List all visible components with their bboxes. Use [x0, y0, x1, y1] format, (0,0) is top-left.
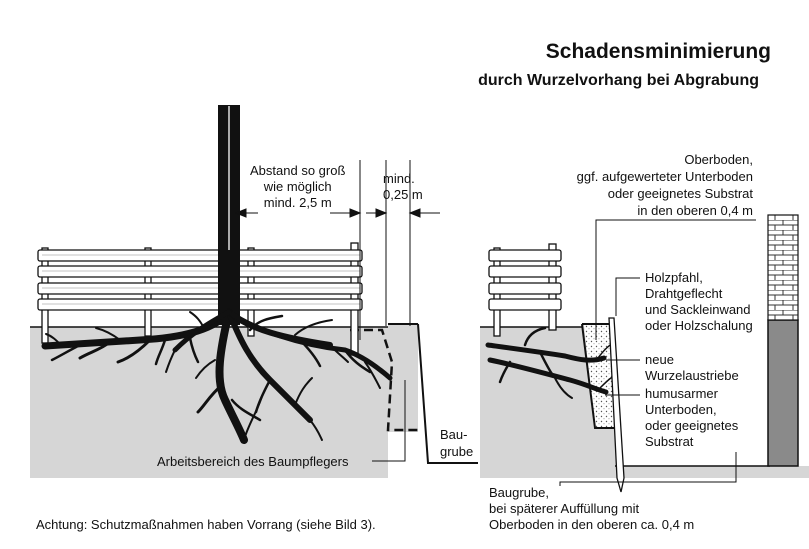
- diagram-title: Schadensminimierung: [545, 40, 771, 63]
- diagram-subtitle: durch Wurzelvorhang bei Abgrabung: [478, 72, 759, 89]
- subsoil-label: humusarmer Unterboden, oder geeignetes S…: [645, 386, 739, 449]
- left-pit-label: Bau- grube: [440, 427, 474, 459]
- distance-label: Abstand so groß wie möglich mind. 2,5 m: [250, 163, 346, 210]
- left-fence: [37, 242, 363, 356]
- right-fence: [488, 243, 562, 337]
- new-roots-label: neue Wurzelaustriebe: [645, 352, 739, 383]
- footnote: Achtung: Schutzmaßnahmen haben Vorrang (…: [36, 517, 376, 532]
- tree-trunk: [218, 105, 240, 325]
- right-roots: [485, 326, 615, 399]
- right-pit-label: Baugrube, bei späterer Auffüllung mit Ob…: [489, 485, 695, 532]
- wooden-stake: [608, 317, 625, 493]
- topsoil-label: Oberboden, ggf. aufgewerteter Unterboden…: [576, 152, 753, 218]
- stake-label: Holzpfahl, Drahtgeflecht und Sackleinwan…: [645, 270, 753, 333]
- min-distance-label: mind. 0,25 m: [383, 171, 423, 202]
- left-dimension-lines: [234, 160, 440, 462]
- left-roots: [41, 308, 393, 444]
- work-area-label: Arbeitsbereich des Baumpflegers: [157, 454, 349, 469]
- right-leader-lines: [559, 219, 756, 486]
